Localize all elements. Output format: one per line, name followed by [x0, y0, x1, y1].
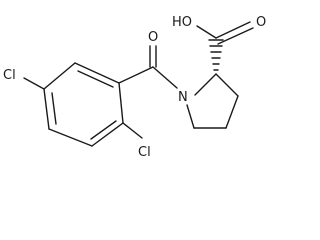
acid-double-bond	[215, 21, 251, 39]
cl-bottom-label: Cl	[138, 145, 151, 160]
ring-bond	[118, 82, 124, 124]
acid-oxygen-label: O	[256, 15, 266, 30]
bond-ring-to-cl-bottom	[122, 122, 143, 139]
chemical-structure: Cl Cl O N HO O	[3, 15, 266, 160]
cl-left-label: Cl	[3, 68, 16, 83]
ring-bond	[225, 95, 239, 129]
ring-bond	[43, 88, 50, 130]
ring-bond	[194, 73, 217, 96]
nitrogen-label: N	[178, 90, 188, 105]
bond-ring-to-carbonyl	[118, 66, 154, 84]
ring-bond	[74, 62, 120, 84]
benzene-ring	[43, 62, 124, 147]
ring-bond	[186, 104, 195, 129]
acid-double-bond	[217, 27, 254, 45]
ketone-oxygen-label: O	[148, 30, 158, 45]
pyrrolidine-ring	[186, 73, 239, 129]
ring-double-bond	[77, 70, 114, 88]
bond-acid-c-to-oh	[196, 25, 217, 39]
ring-double-bond	[90, 120, 117, 140]
ring-bond	[48, 128, 93, 147]
bond-ring-to-cl-left	[23, 77, 45, 90]
ring-bond	[43, 62, 76, 90]
ring-double-bond	[51, 92, 57, 125]
ring-bond	[91, 122, 124, 147]
stereo-hash-bond	[208, 39, 224, 71]
hydroxyl-label: HO	[172, 15, 192, 30]
bond-carbonyl-to-n	[152, 66, 178, 89]
ring-bond	[215, 73, 239, 97]
